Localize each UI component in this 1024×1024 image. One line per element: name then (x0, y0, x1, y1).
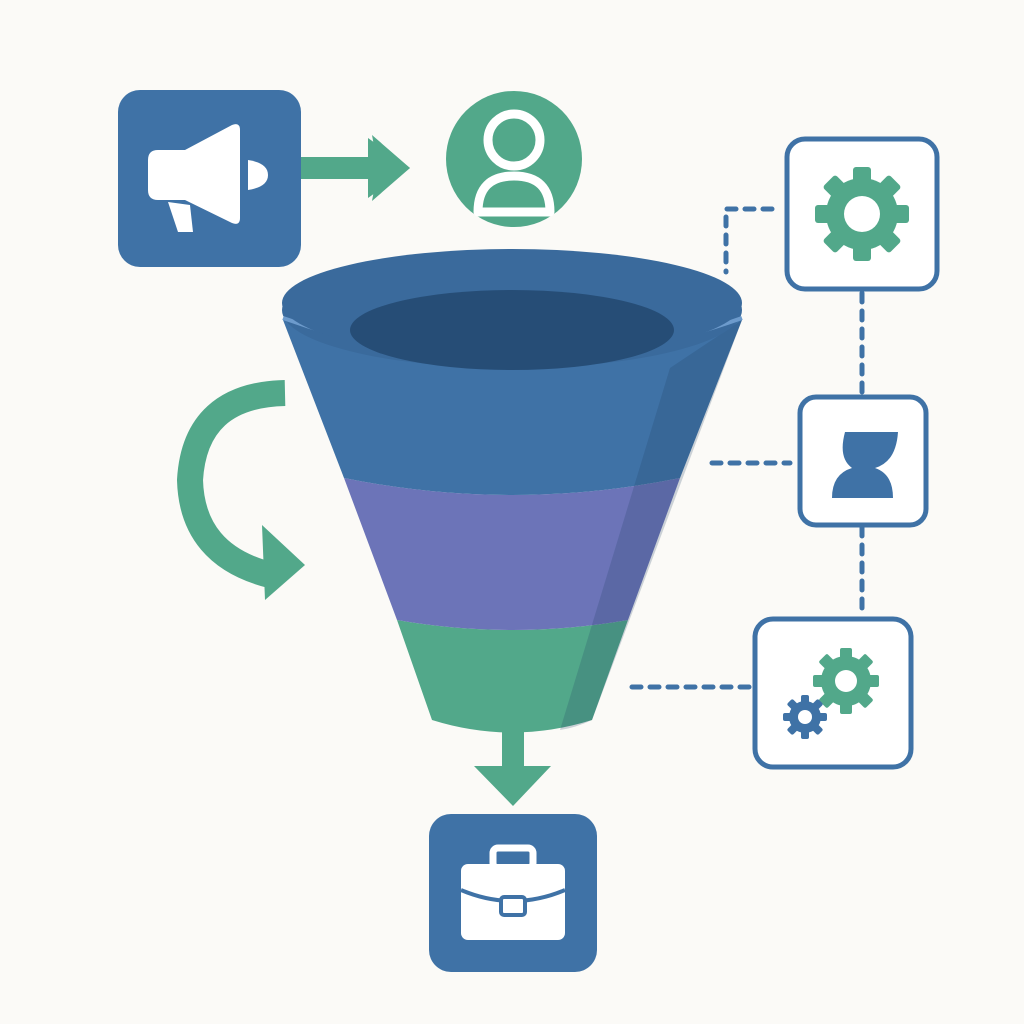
user-icon (832, 432, 898, 498)
arrow-right-icon (301, 135, 410, 201)
briefcase-tile (429, 814, 597, 972)
gears-icon (783, 648, 879, 739)
gear-icon (815, 167, 909, 261)
user-tile (797, 394, 929, 528)
funnel-stage-2 (344, 478, 680, 630)
gears-tile (752, 616, 914, 770)
gear-tile (784, 136, 940, 292)
briefcase-icon (460, 844, 566, 940)
funnel (282, 249, 743, 733)
funnel-stage-3 (397, 620, 628, 733)
megaphone-tile (118, 90, 301, 267)
megaphone-icon (148, 124, 268, 232)
funnel-stage-1 (283, 320, 742, 495)
user-avatar-icon (446, 91, 582, 227)
curved-arrow-icon (176, 380, 305, 600)
dotted-connectors (629, 206, 865, 690)
arrow-down-icon (474, 725, 551, 806)
